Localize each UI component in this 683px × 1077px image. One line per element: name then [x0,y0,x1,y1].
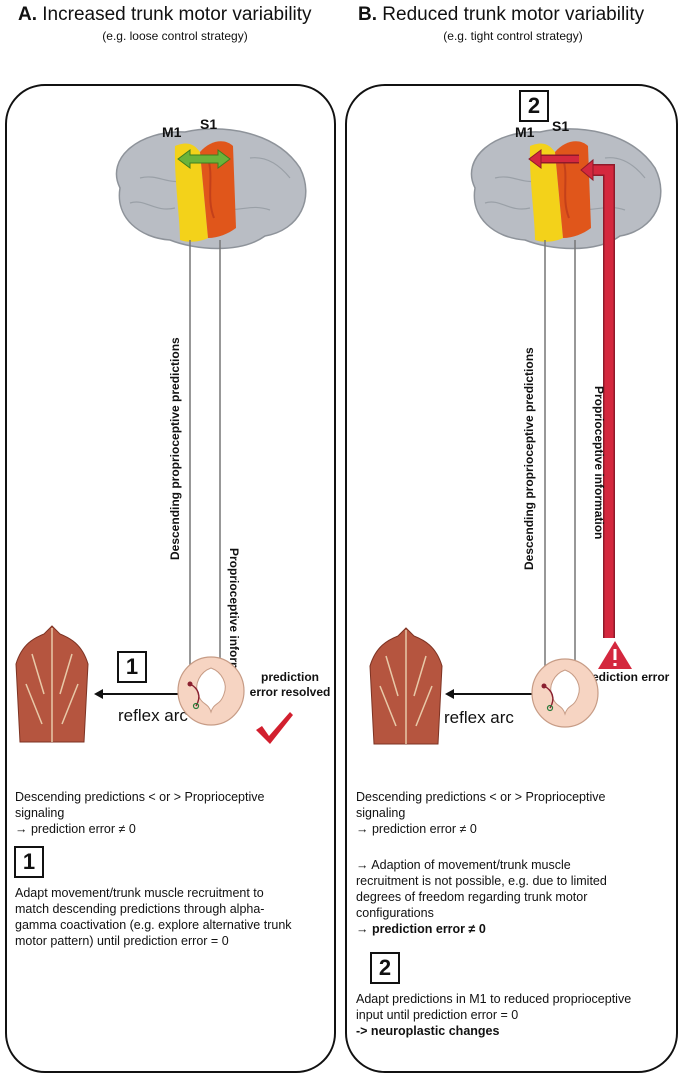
step-1-box-top: 1 [117,651,147,683]
m1-region-a [174,143,208,242]
spinal-cord-b-grey [550,669,580,716]
neuron-dot-b2 [546,704,554,712]
step-2-box-bottom: 2 [370,952,400,984]
a-adapt-line-3: gamma coactivation (e.g. explore alterna… [15,918,292,932]
descending-label-a: Descending proprioceptive predictions [168,337,182,560]
prediction-resolved-label: prediction error resolved [248,670,332,700]
neuron-dot-a2 [192,702,200,710]
s1-label-a: S1 [200,116,218,132]
reflex-arrow-a [94,689,190,699]
b-adapt-line-2: input until prediction error = 0 [356,1008,519,1022]
b-adaption-line-5: → prediction error ≠ 0 [356,922,486,936]
panel-b-explanation: Descending predictions < or > Propriocep… [356,789,674,837]
panel-a [5,84,336,1073]
spinal-cord-a [177,656,245,726]
pathway-lines-a [189,240,221,670]
red-error-arrow [528,149,615,638]
warning-icon-dot [613,663,617,666]
b-adaption-line-2: recruitment is not possible, e.g. due to… [356,874,607,888]
checkmark-icon-shape [256,712,293,744]
checkmark-icon [256,712,293,744]
neuron-dot-b1 [541,683,547,689]
step-2-box-top: 2 [519,90,549,122]
muscle-back-b [369,627,443,745]
panel-a-letter: A. [18,4,37,25]
a-adapt-line-4: motor pattern) until prediction error = … [15,934,229,948]
panel-b-title: B. Reduced trunk motor variability [358,4,644,26]
b-adaption-line-4: configurations [356,906,434,920]
m1-region-b [529,143,563,242]
b-adaption-line-1: → Adaption of movement/trunk muscle [356,858,571,872]
panel-b [345,84,678,1073]
b-adaption-line-3: degrees of freedom regarding trunk motor [356,890,588,904]
panel-b-letter: B. [358,4,377,25]
resolved-line-2: error resolved [249,685,331,699]
b-text-line-2: signaling [356,806,406,820]
a-text-line-1: Descending predictions < or > Propriocep… [15,790,265,804]
pathway-lines-b [544,240,576,670]
panel-b-title-text: Reduced trunk motor variability [382,4,645,25]
ascending-label-b: Proprioceptive information [592,386,606,540]
m1-label-a: M1 [162,124,182,140]
red-m1-arrowhead [528,149,542,169]
b-text-line-3: → prediction error ≠ 0 [356,822,477,836]
muscle-back-a-fibers [25,628,79,742]
prediction-error-label: prediction error [580,670,670,684]
brain-b-illustration [470,128,662,250]
b-adapt-line-3: -> neuroplastic changes [356,1024,500,1038]
brain-a-sulci [129,157,291,211]
step-1-box-bottom: 1 [14,846,44,878]
spinal-cord-b [531,658,599,728]
green-double-arrow-shape [177,149,231,169]
muscle-back-b-fibers [379,630,433,744]
panel-a-title: A. Increased trunk motor variability [18,4,312,26]
panel-a-adapt-text: Adapt movement/trunk muscle recruitment … [15,885,330,949]
green-double-arrow [177,149,231,169]
neuron-dot-a1 [187,681,193,687]
panel-b-adapt-text: Adapt predictions in M1 to reduced propr… [356,991,674,1039]
panel-a-explanation: Descending predictions < or > Propriocep… [15,789,327,837]
panel-a-subtitle: (e.g. loose control strategy) [102,29,248,43]
warning-icon-bar [613,649,617,660]
red-error-arrowhead-1 [580,158,594,182]
a-text-line-3: → prediction error ≠ 0 [15,822,136,836]
a-text-line-2: signaling [15,806,65,820]
red-error-arrow-body [591,165,614,638]
spinal-cord-a-grey [196,667,226,714]
s1-label-b: S1 [552,118,570,134]
b-adapt-line-1: Adapt predictions in M1 to reduced propr… [356,992,632,1006]
resolved-line-1: prediction [260,670,319,684]
warning-icon [598,641,632,669]
b-text-line-1: Descending predictions < or > Propriocep… [356,790,606,804]
brain-b-sulci [484,157,646,211]
panel-b-subtitle: (e.g. tight control strategy) [443,29,583,43]
reflex-label-b: reflex arc [444,708,514,727]
panel-b-adaption-text: → Adaption of movement/trunk muscle recr… [356,857,674,937]
a-adapt-line-1: Adapt movement/trunk muscle recruitment … [15,886,264,900]
descending-label-b: Descending proprioceptive predictions [522,347,536,570]
reflex-label-a: reflex arc [118,706,188,725]
muscle-back-a [15,625,89,743]
panel-a-title-text: Increased trunk motor variability [42,4,312,25]
m1-label-b: M1 [515,124,535,140]
brain-a-illustration [115,128,307,250]
a-adapt-line-2: match descending predictions through alp… [15,902,265,916]
reflex-arrow-b [445,689,541,699]
